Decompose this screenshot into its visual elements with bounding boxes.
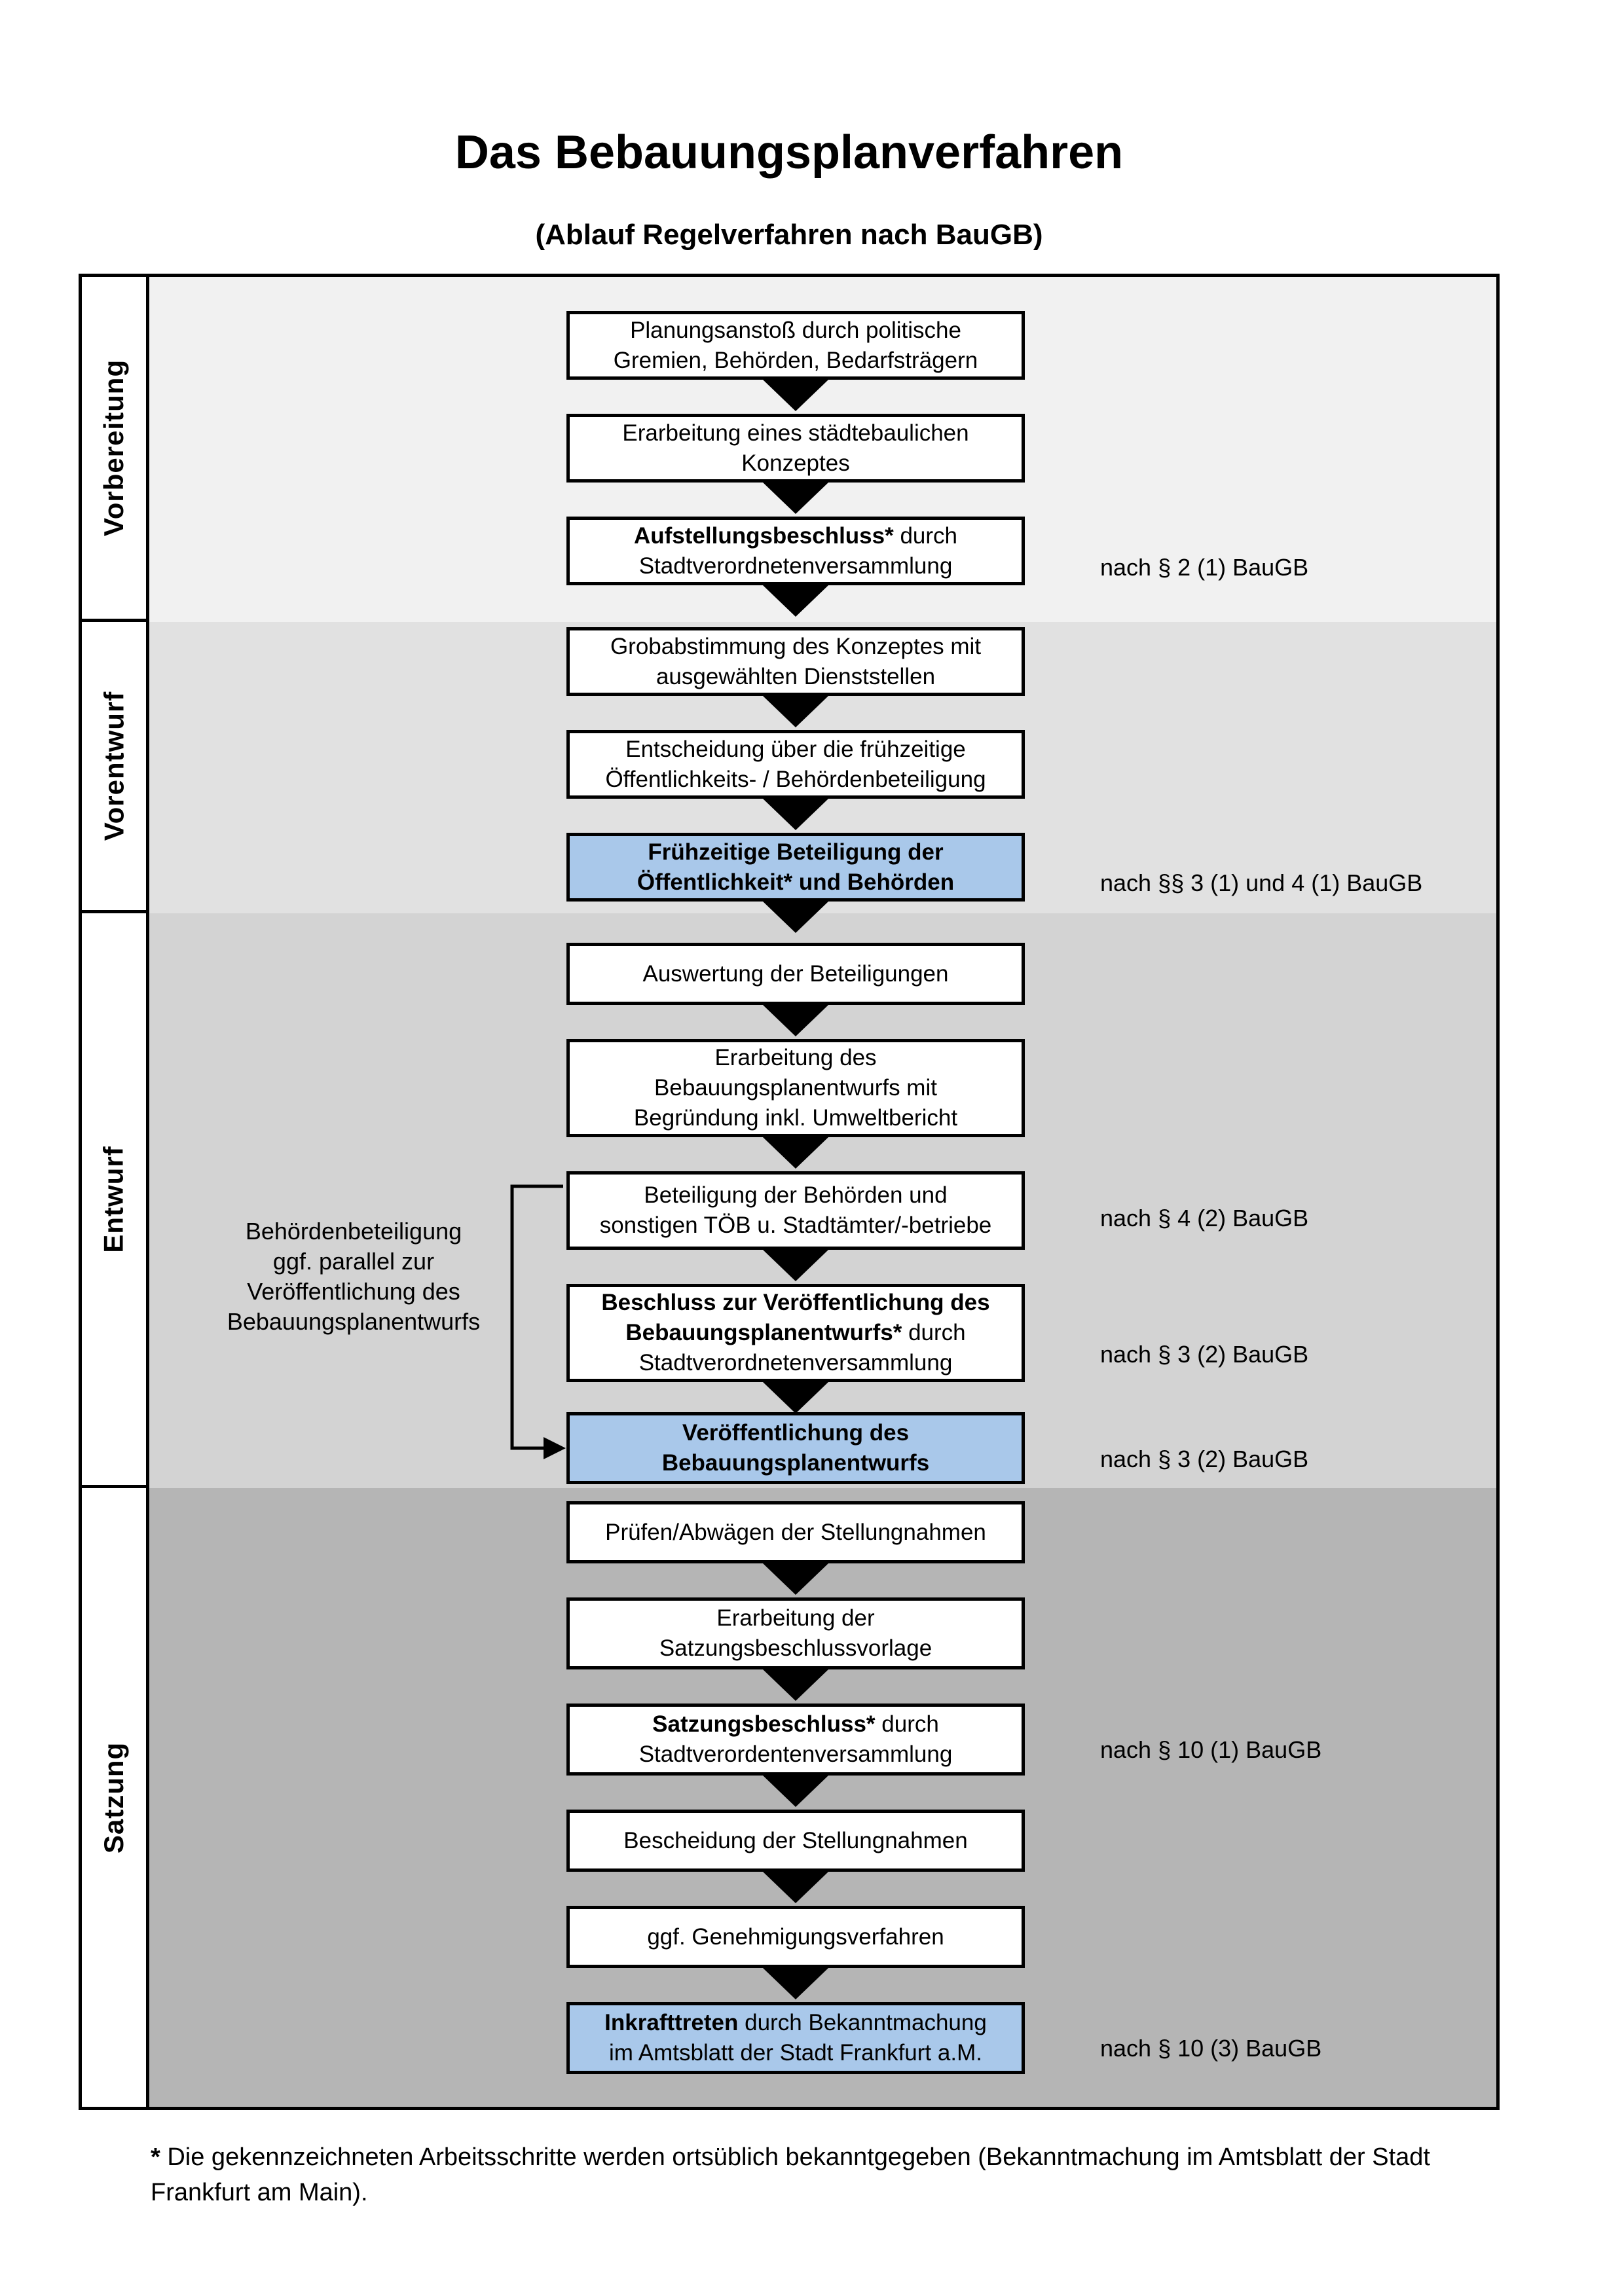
box-line: ausgewählten Dienststellen bbox=[655, 663, 936, 689]
law-ref: nach §§ 3 (1) und 4 (1) BauGB bbox=[1100, 869, 1423, 896]
box-line: Inkrafttreten durch Bekanntmachung bbox=[604, 2010, 987, 2035]
box-line: im Amtsblatt der Stadt Frankfurt a.M. bbox=[609, 2040, 982, 2066]
side-note-parallel: Behördenbeteiligung ggf. parallel zur Ve… bbox=[157, 1216, 550, 1337]
box-line: Bebauungsplanentwurfs mit bbox=[654, 1075, 937, 1101]
down-arrow bbox=[763, 1669, 828, 1701]
box-line: Satzungsbeschlussvorlage bbox=[659, 1635, 932, 1661]
box-line: Stadtverordnetenversammlung bbox=[638, 553, 953, 579]
box-line: Bebauungsplanentwurfs bbox=[661, 1450, 930, 1476]
flowchart-frame bbox=[79, 274, 1500, 2110]
law-ref: nach § 4 (2) BauGB bbox=[1100, 1205, 1309, 1231]
box-line: Erarbeitung eines städtebaulichen bbox=[622, 420, 969, 446]
box-line: sonstigen TÖB u. Stadtämter/-betriebe bbox=[599, 1212, 992, 1238]
down-arrow bbox=[763, 799, 828, 830]
flow-box-satzungsvorlage: Erarbeitung der Satzungsbeschlussvorlage bbox=[566, 1597, 1025, 1669]
box-line: Entscheidung über die frühzeitige bbox=[625, 736, 966, 762]
box-line: Stadtverordentenversammlung bbox=[638, 1741, 953, 1767]
box-line: Öffentlichkeits- / Behördenbeteiligung bbox=[605, 766, 986, 792]
down-arrow bbox=[763, 1776, 828, 1807]
down-arrow bbox=[763, 1872, 828, 1903]
flow-box-konzept-erarbeitung: Erarbeitung eines städtebaulichen Konzep… bbox=[566, 414, 1025, 483]
phase-label-cell-vorentwurf: Vorentwurf bbox=[82, 622, 149, 913]
box-line: Beteiligung der Behörden und bbox=[644, 1182, 948, 1208]
phase-label-cell-entwurf: Entwurf bbox=[82, 913, 149, 1488]
flow-box-satzungsbeschluss: Satzungsbeschluss* durch Stadtverordente… bbox=[566, 1704, 1025, 1776]
flow-box-pruefen-abwaegen: Prüfen/Abwägen der Stellungnahmen bbox=[566, 1501, 1025, 1563]
flow-box-grobabstimmung: Grobabstimmung des Konzeptes mit ausgewä… bbox=[566, 627, 1025, 696]
page-subtitle: (Ablauf Regelverfahren nach BauGB) bbox=[535, 219, 1043, 251]
box-line: Stadtverordnetenversammlung bbox=[638, 1350, 953, 1376]
down-arrow bbox=[763, 1250, 828, 1281]
law-ref: nach § 10 (1) BauGB bbox=[1100, 1736, 1322, 1763]
flow-box-genehmigungsverfahren: ggf. Genehmigungsverfahren bbox=[566, 1906, 1025, 1968]
page-title: Das Bebauungsplanverfahren bbox=[454, 126, 1124, 179]
box-line: Konzeptes bbox=[741, 450, 850, 476]
flow-box-veroeffentlichungsbeschluss: Beschluss zur Veröffentlichung des Bebau… bbox=[566, 1284, 1025, 1382]
parallel-connector-arrow bbox=[510, 1184, 566, 1459]
box-line: Bebauungsplanentwurfs* durch bbox=[625, 1320, 966, 1345]
law-ref: nach § 10 (3) BauGB bbox=[1100, 2035, 1322, 2062]
box-line: Frühzeitige Beteiligung der bbox=[648, 839, 944, 865]
flow-box-veroeffentlichung: Veröffentlichung des Bebauungsplanentwur… bbox=[566, 1412, 1025, 1484]
flow-box-entscheidung-beteiligung: Entscheidung über die frühzeitige Öffent… bbox=[566, 730, 1025, 799]
down-arrow bbox=[763, 696, 828, 727]
down-arrow bbox=[763, 380, 828, 411]
box-line: Aufstellungsbeschluss* durch bbox=[633, 522, 958, 549]
footnote-asterisk: * bbox=[151, 2143, 160, 2171]
box-line: Erarbeitung des bbox=[714, 1045, 877, 1070]
box-line: Auswertung der Beteiligungen bbox=[642, 960, 949, 987]
footnote: * Die gekennzeichneten Arbeitsschritte w… bbox=[151, 2140, 1565, 2210]
box-line: Begründung inkl. Umweltbericht bbox=[633, 1105, 958, 1131]
flow-box-aufstellungsbeschluss: Aufstellungsbeschluss* durch Stadtverord… bbox=[566, 517, 1025, 585]
law-ref: nach § 2 (1) BauGB bbox=[1100, 554, 1309, 581]
box-line: Beschluss zur Veröffentlichung des bbox=[601, 1290, 990, 1315]
side-note-line: ggf. parallel zur bbox=[272, 1248, 435, 1275]
down-arrow bbox=[763, 1382, 828, 1413]
box-line: Bescheidung der Stellungnahmen bbox=[623, 1827, 968, 1853]
phase-label-cell-vorbereitung: Vorbereitung bbox=[82, 277, 149, 622]
flow-box-entwurf-erarbeitung: Erarbeitung des Bebauungsplanentwurfs mi… bbox=[566, 1039, 1025, 1137]
box-line: Öffentlichkeit* und Behörden bbox=[637, 869, 955, 895]
flow-box-inkrafttreten: Inkrafttreten durch Bekanntmachung im Am… bbox=[566, 2002, 1025, 2074]
down-arrow bbox=[763, 1563, 828, 1595]
box-line: Satzungsbeschluss* durch bbox=[652, 1711, 939, 1737]
down-arrow bbox=[763, 483, 828, 514]
side-note-line: Behördenbeteiligung bbox=[245, 1218, 462, 1245]
flow-box-behoerdenbeteiligung: Beteiligung der Behörden und sonstigen T… bbox=[566, 1171, 1025, 1250]
side-note-line: Bebauungsplanentwurfs bbox=[227, 1308, 481, 1335]
down-arrow bbox=[763, 585, 828, 617]
box-line: Grobabstimmung des Konzeptes mit bbox=[610, 633, 982, 659]
box-line: ggf. Genehmigungsverfahren bbox=[647, 1923, 944, 1950]
phase-label-cell-satzung: Satzung bbox=[82, 1488, 149, 2107]
down-arrow bbox=[763, 902, 828, 933]
flow-box-bescheidung: Bescheidung der Stellungnahmen bbox=[566, 1810, 1025, 1872]
side-note-line: Veröffentlichung des bbox=[247, 1278, 460, 1305]
box-line: Gremien, Behörden, Bedarfsträgern bbox=[613, 347, 978, 373]
footnote-text-line2: Frankfurt am Main). bbox=[151, 2179, 368, 2206]
box-line: Planungsanstoß durch politische bbox=[630, 317, 961, 343]
flow-box-planungsanstoss: Planungsanstoß durch politische Gremien,… bbox=[566, 311, 1025, 380]
box-line: Veröffentlichung des bbox=[682, 1420, 910, 1446]
flow-box-fruehzeitige-beteiligung: Frühzeitige Beteiligung der Öffentlichke… bbox=[566, 833, 1025, 902]
down-arrow bbox=[763, 1005, 828, 1036]
law-ref: nach § 3 (2) BauGB bbox=[1100, 1341, 1309, 1368]
down-arrow bbox=[763, 1137, 828, 1169]
law-ref: nach § 3 (2) BauGB bbox=[1100, 1446, 1309, 1472]
footnote-text: Die gekennzeichneten Arbeitsschritte wer… bbox=[160, 2143, 1430, 2171]
box-line: Prüfen/Abwägen der Stellungnahmen bbox=[605, 1519, 986, 1545]
box-line: Erarbeitung der bbox=[716, 1605, 875, 1631]
flow-box-auswertung: Auswertung der Beteiligungen bbox=[566, 943, 1025, 1005]
down-arrow bbox=[763, 1968, 828, 1999]
